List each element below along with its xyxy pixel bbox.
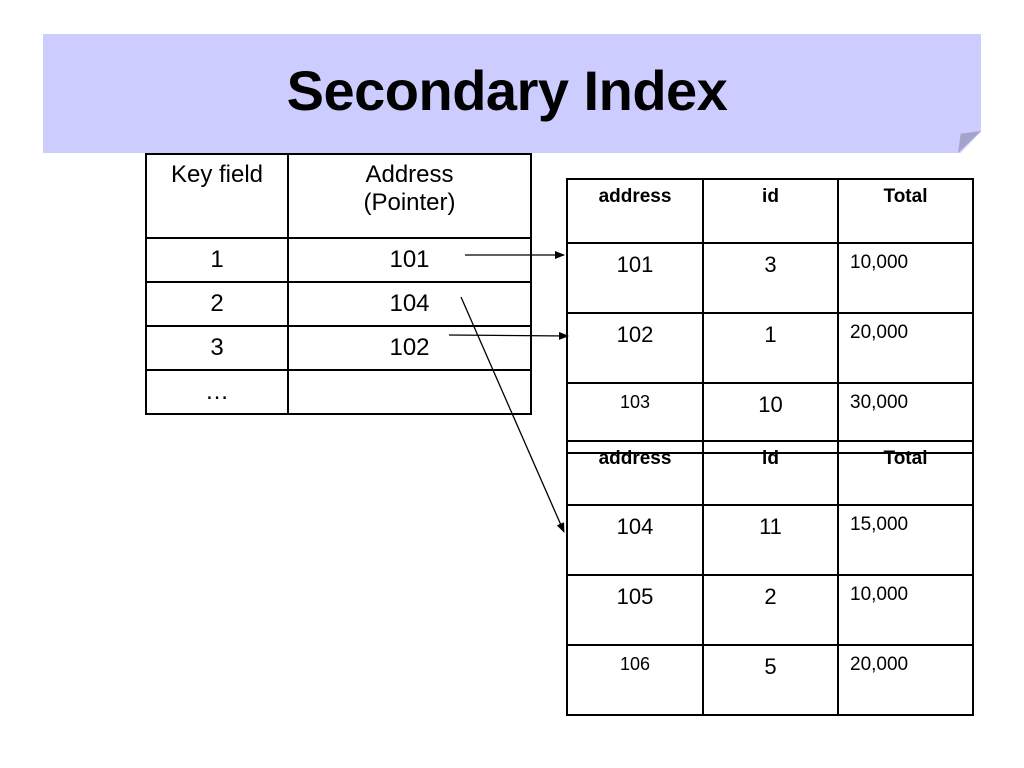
secondary-index-table: Key field Address (Pointer) 1 101 2 104 …: [145, 153, 532, 415]
address-cell: 105: [566, 574, 704, 646]
id-cell: 1: [702, 312, 839, 384]
id-header: id: [702, 440, 839, 506]
address-pointer-header: Address (Pointer): [287, 153, 532, 239]
index-row: …: [145, 369, 532, 415]
pointer-arrow-102: [448, 331, 569, 340]
title-banner: [43, 34, 981, 153]
total-header: Total: [837, 178, 974, 244]
index-row: 1 101: [145, 237, 532, 283]
address-cell: 104: [566, 504, 704, 576]
data-header-row: address id Total: [566, 178, 974, 244]
total-cell: 15,000: [837, 504, 974, 576]
data-row: 104 11 15,000: [566, 504, 974, 576]
index-row: 3 102: [145, 325, 532, 371]
index-row: 2 104: [145, 281, 532, 327]
id-header: id: [702, 178, 839, 244]
total-cell: 20,000: [837, 644, 974, 716]
total-cell: 10,000: [837, 242, 974, 314]
data-row: 105 2 10,000: [566, 574, 974, 646]
address-cell: 102: [566, 312, 704, 384]
total-header: Total: [837, 440, 974, 506]
data-row: 101 3 10,000: [566, 242, 974, 314]
pointer-cell: 102: [287, 325, 532, 371]
data-block-2-table: address id Total 104 11 15,000 105 2 10,…: [566, 440, 974, 716]
pointer-arrow-104: [460, 296, 565, 533]
pointer-header-line: (Pointer): [363, 189, 456, 216]
data-header-row: address id Total: [566, 440, 974, 506]
id-cell: 11: [702, 504, 839, 576]
pointer-cell: 101: [287, 237, 532, 283]
pointer-cell: 104: [287, 281, 532, 327]
key-cell: …: [145, 369, 289, 415]
address-cell: 101: [566, 242, 704, 314]
id-cell: 2: [702, 574, 839, 646]
slide-title: Secondary Index: [286, 59, 728, 122]
pointer-cell: [287, 369, 532, 415]
address-header-line: Address: [365, 161, 454, 188]
address-header: address: [566, 178, 704, 244]
id-cell: 5: [702, 644, 839, 716]
address-cell: 106: [566, 644, 704, 716]
address-header: address: [566, 440, 704, 506]
index-header-row: Key field Address (Pointer): [145, 153, 532, 239]
key-field-header: Key field: [145, 153, 289, 239]
key-cell: 3: [145, 325, 289, 371]
total-cell: 20,000: [837, 312, 974, 384]
id-cell: 3: [702, 242, 839, 314]
key-cell: 2: [145, 281, 289, 327]
key-cell: 1: [145, 237, 289, 283]
total-cell: 10,000: [837, 574, 974, 646]
data-row: 106 5 20,000: [566, 644, 974, 716]
data-row: 102 1 20,000: [566, 312, 974, 384]
